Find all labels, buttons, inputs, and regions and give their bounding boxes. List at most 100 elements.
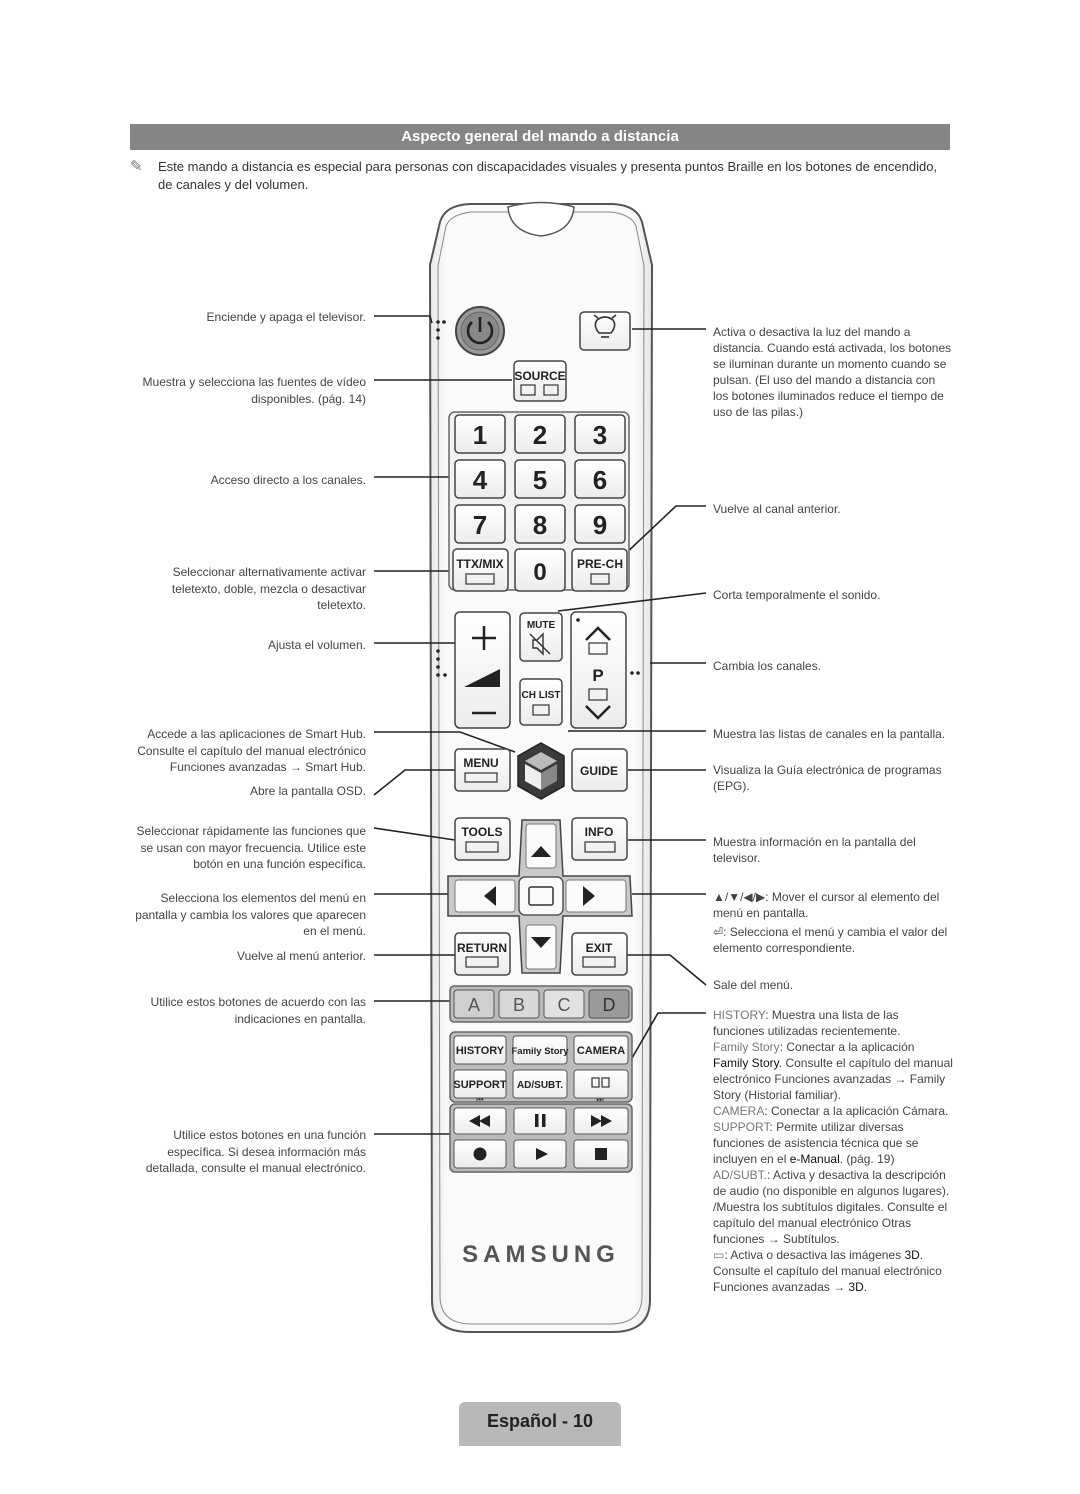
pause-button[interactable]: [513, 1107, 567, 1135]
samsung-logo: SAMSUNG: [462, 1241, 620, 1268]
smart-hub-button[interactable]: [517, 742, 565, 800]
desc-ad-subt: AD/SUBT.: Activa y desactiva la descripc…: [713, 1168, 950, 1246]
svg-text:P: P: [592, 666, 603, 685]
svg-text:9: 9: [593, 510, 607, 540]
volume-rocker[interactable]: [454, 611, 511, 729]
stop-button[interactable]: [573, 1139, 629, 1169]
label-mute: Corta temporalmente el sonido.: [713, 588, 881, 602]
arrow-left-icon: [484, 886, 496, 906]
digit-1-button[interactable]: 1: [454, 414, 506, 454]
rewind-button[interactable]: [453, 1107, 507, 1135]
digit-8-button[interactable]: 8: [514, 504, 566, 544]
color-button-c[interactable]: C: [543, 989, 585, 1019]
label-numbers: Acceso directo a los canales.: [210, 473, 366, 487]
label-chlist: Muestra las listas de canales en la pant…: [713, 727, 946, 741]
direction-pad[interactable]: [447, 819, 633, 974]
label-tools: Seleccionar rápidamente las funciones qu…: [136, 824, 366, 871]
digit-5-button[interactable]: 5: [514, 459, 566, 499]
ad-subt-button[interactable]: AD/SUBT.: [512, 1069, 568, 1099]
info-button[interactable]: INFO: [571, 817, 628, 861]
color-button-d[interactable]: D: [588, 989, 630, 1019]
label-power: Enciende y apaga el televisor.: [206, 310, 366, 324]
history-button[interactable]: HISTORY: [453, 1035, 507, 1065]
svg-text:4: 4: [473, 465, 488, 495]
exit-button[interactable]: EXIT: [571, 932, 628, 976]
guide-button[interactable]: GUIDE: [571, 748, 628, 792]
pre-ch-button[interactable]: PRE-CH: [571, 548, 628, 592]
enter-icon: [528, 886, 554, 906]
source-label: SOURCE: [514, 369, 565, 383]
desc-3d: ▭: Activa o desactiva las imágenes 3D. C…: [713, 1248, 942, 1294]
section-title: Aspecto general del mando a distancia: [130, 124, 950, 150]
return-button[interactable]: RETURN: [454, 932, 511, 976]
play-button[interactable]: [513, 1139, 567, 1169]
digit-9-button[interactable]: 9: [574, 504, 626, 544]
svg-text:MUTE: MUTE: [527, 620, 556, 631]
svg-text:Family Story: Family Story: [511, 1046, 569, 1057]
ch-list-button[interactable]: CH LIST: [519, 678, 563, 726]
power-icon: [466, 321, 494, 345]
3d-glasses-icon: [591, 1077, 610, 1088]
3d-button[interactable]: [573, 1069, 629, 1099]
desc-family-story: Family Story: Conectar a la aplicación F…: [713, 1040, 953, 1102]
svg-text:D: D: [603, 995, 616, 1015]
arrow-up-icon: [531, 846, 551, 857]
svg-text:CH LIST: CH LIST: [522, 690, 561, 701]
svg-text:INFO: INFO: [585, 825, 614, 839]
tools-button[interactable]: TOOLS: [454, 817, 511, 861]
svg-text:1: 1: [473, 420, 487, 450]
menu-button[interactable]: MENU: [454, 748, 511, 792]
color-button-a[interactable]: A: [453, 989, 495, 1019]
svg-text:AD/SUBT.: AD/SUBT.: [517, 1080, 563, 1091]
record-button[interactable]: [453, 1139, 507, 1169]
digit-6-button[interactable]: 6: [574, 459, 626, 499]
digit-2-button[interactable]: 2: [514, 414, 566, 454]
volume-level-icon: [464, 669, 500, 687]
camera-button[interactable]: CAMERA: [573, 1035, 629, 1065]
light-button[interactable]: [579, 311, 631, 351]
svg-text:CAMERA: CAMERA: [577, 1045, 625, 1057]
fast-forward-button[interactable]: [573, 1107, 629, 1135]
label-channels: Cambia los canales.: [713, 659, 822, 673]
mute-button[interactable]: MUTE: [519, 612, 563, 662]
pencil-icon: ✎: [130, 158, 143, 175]
3d-glasses-icon: ▭: [713, 1248, 725, 1262]
svg-text:RETURN: RETURN: [457, 941, 507, 955]
page-footer: Español - 10: [459, 1402, 621, 1446]
label-enter: ⏎: Selecciona el menú y cambia el valor …: [713, 925, 948, 955]
channel-rocker[interactable]: P: [570, 611, 627, 729]
svg-text:C: C: [558, 995, 571, 1015]
digit-4-button[interactable]: 4: [454, 459, 506, 499]
svg-text:⏮: ⏮: [476, 1095, 483, 1104]
svg-text:GUIDE: GUIDE: [580, 764, 618, 778]
ttx-mix-button[interactable]: TTX/MIX: [452, 548, 509, 592]
power-button[interactable]: [455, 306, 505, 356]
color-button-b[interactable]: B: [498, 989, 540, 1019]
lightbulb-icon: [593, 314, 617, 338]
arrow-right-icon: [583, 886, 595, 906]
braille-dots-channel: [576, 618, 640, 675]
label-dpad: Selecciona los elementos del menú en pan…: [135, 891, 366, 938]
smart-hub-icon: [517, 742, 565, 800]
arrow-down-icon: [531, 937, 551, 948]
braille-note: ✎ Este mando a distancia es especial par…: [130, 158, 950, 194]
braille-dots-power: [436, 320, 446, 340]
label-return: Vuelve al menú anterior.: [237, 949, 366, 963]
fast-forward-icon: [591, 1115, 602, 1127]
label-ttx: Seleccionar alternativamente activar tel…: [171, 565, 366, 612]
digit-3-button[interactable]: 3: [574, 414, 626, 454]
label-prech: Vuelve al canal anterior.: [713, 502, 841, 516]
svg-text:SUPPORT: SUPPORT: [453, 1079, 506, 1091]
family-story-button[interactable]: Family Story: [511, 1035, 569, 1065]
digit-0-button[interactable]: 0: [514, 548, 566, 592]
label-guide: Visualiza la Guía electrónica de program…: [713, 763, 942, 793]
label-exit: Sale del menú.: [713, 978, 794, 992]
right-leaders: [557, 328, 707, 1059]
svg-text:2: 2: [533, 420, 547, 450]
source-button[interactable]: SOURCE: [513, 360, 567, 402]
desc-support: SUPPORT: Permite utilizar diversas funci…: [713, 1120, 919, 1166]
support-button[interactable]: SUPPORT: [453, 1069, 507, 1099]
pause-icon: [535, 1114, 539, 1127]
digit-7-button[interactable]: 7: [454, 504, 506, 544]
